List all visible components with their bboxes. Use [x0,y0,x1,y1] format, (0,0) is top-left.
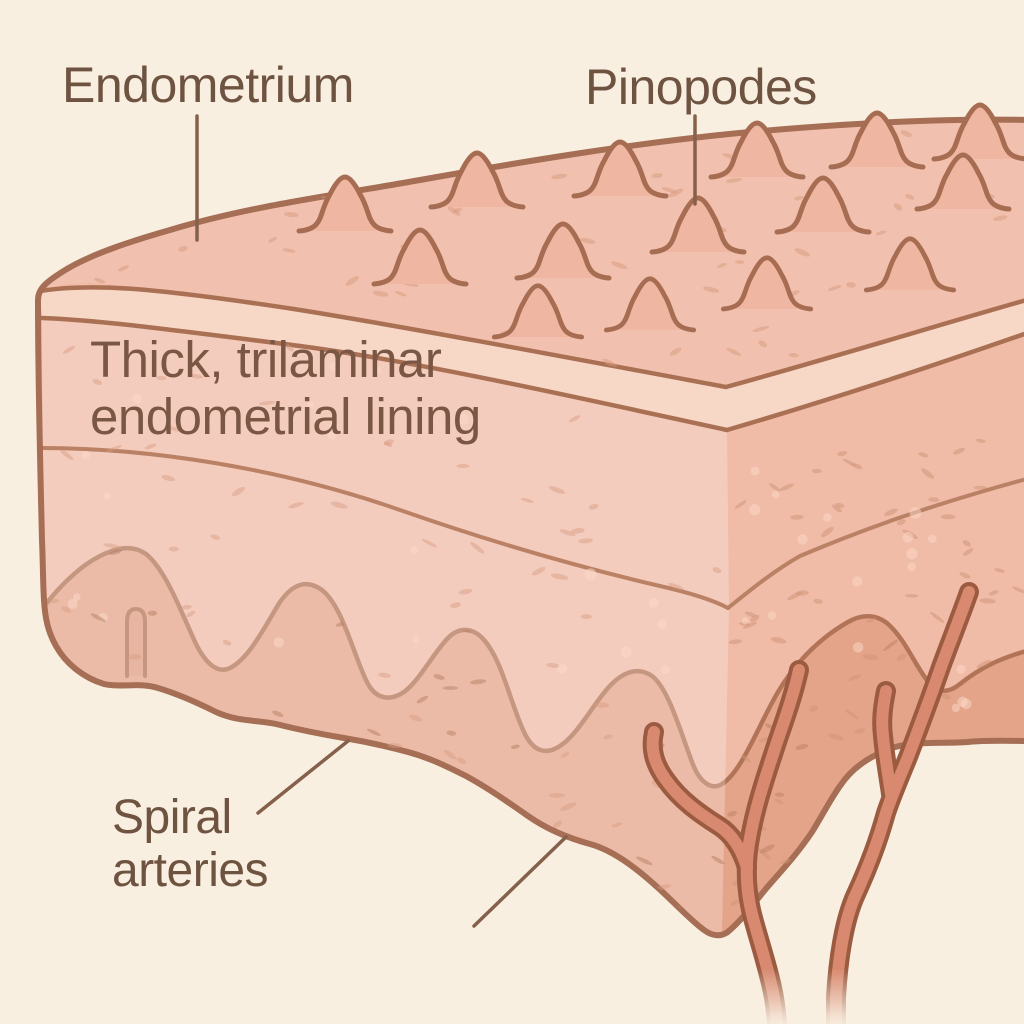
label-spiral-arteries-line2: arteries [112,844,269,897]
trilaminar-band-bottom-line [39,315,1024,433]
pinopode-bump-outline [828,110,926,170]
artery-bottom-fade [726,968,896,1024]
top-surface [38,119,1024,387]
mid-layer-line-right [726,477,1024,610]
leader-lines [195,114,697,928]
pinopode-bump-outline [603,276,697,333]
leader-line-spiral-arteries-lower [472,835,568,928]
pinopode-bump-outline [428,150,526,210]
pinopode-bump-outline [571,139,669,199]
pinopode-bump-outline [649,195,747,255]
mid-layer-line-left [39,446,730,610]
basal-layer-boundary [43,545,1024,789]
speckles-right-face [728,438,1024,927]
label-trilaminar-lining: Thick, trilaminar endometrial lining [90,331,481,445]
pinopode-bump-outline [491,283,585,340]
label-pinopodes: Pinopodes [585,59,817,115]
pinopode-bump-outline [514,221,612,281]
pinopode-bump-outline [296,174,394,234]
label-trilaminar-lining-line2: endometrial lining [90,388,481,445]
trilaminar-band-top-line [37,284,1024,390]
label-endometrium: Endometrium [62,57,354,113]
label-spiral-arteries-line1: Spiral [112,791,232,844]
pinopode-bumps [296,102,1024,340]
pinopode-bump-outline [371,227,469,287]
pinopode-bump-outline [708,120,806,180]
basal-layer [44,548,1024,936]
label-spiral-arteries: Spiral arteries [112,791,269,897]
pinopode-bump-outline [914,152,1012,212]
pinopode-bump-outline [774,175,872,235]
pinopode-bump-outline [863,236,957,293]
leader-line-spiral-arteries-upper [256,739,350,815]
spiral-arteries [642,582,979,1024]
pinopode-bump-outline [931,102,1024,162]
tissue-block-outline [35,116,1024,939]
pinopode-bump-outline [720,255,814,312]
trilaminar-band [40,287,1024,430]
gland-notch [125,606,147,678]
label-trilaminar-lining-line1: Thick, trilaminar [90,331,442,388]
